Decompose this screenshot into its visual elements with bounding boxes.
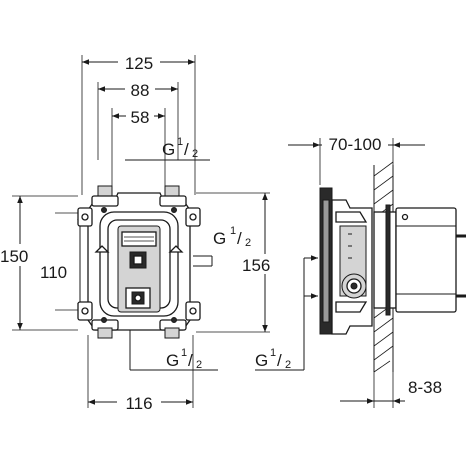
- svg-text:G: G: [213, 229, 226, 248]
- svg-text:1: 1: [181, 347, 187, 359]
- front-view: 125 88 58 G 1 / 2 150 110 156: [0, 52, 274, 413]
- svg-text:/: /: [188, 351, 193, 370]
- svg-text:/: /: [277, 351, 282, 370]
- svg-text:1: 1: [230, 225, 236, 237]
- svg-text:2: 2: [245, 237, 251, 249]
- svg-text:2: 2: [285, 359, 291, 371]
- thread-label-side: G 1 / 2: [255, 347, 291, 371]
- side-view: 70-100: [255, 134, 466, 408]
- svg-text:2: 2: [196, 359, 202, 371]
- svg-text:/: /: [237, 229, 242, 248]
- svg-text:G: G: [162, 140, 175, 159]
- thread-label-right: G 1 / 2: [213, 225, 251, 249]
- dim-label-125: 125: [125, 54, 153, 73]
- svg-text:1: 1: [177, 136, 183, 148]
- dim-label-110: 110: [40, 263, 67, 282]
- dim-label-70-100: 70-100: [329, 135, 382, 154]
- dim-label-88: 88: [131, 81, 150, 100]
- svg-text:2: 2: [192, 148, 198, 160]
- dim-label-156: 156: [242, 256, 270, 275]
- dim-label-8-38: 8-38: [408, 378, 442, 397]
- svg-text:G: G: [166, 351, 179, 370]
- thread-label-top: G 1 / 2: [162, 136, 198, 160]
- dim-label-116: 116: [125, 394, 152, 413]
- valve-housing-front: [77, 185, 201, 339]
- svg-text:G: G: [255, 351, 268, 370]
- svg-text:1: 1: [270, 347, 276, 359]
- valve-housing-side: [319, 187, 466, 335]
- extension-lines-front: [12, 55, 270, 408]
- thread-label-bottom: G 1 / 2: [166, 347, 202, 371]
- dim-label-58: 58: [131, 108, 150, 127]
- dim-label-150: 150: [0, 247, 28, 266]
- svg-text:/: /: [184, 140, 189, 159]
